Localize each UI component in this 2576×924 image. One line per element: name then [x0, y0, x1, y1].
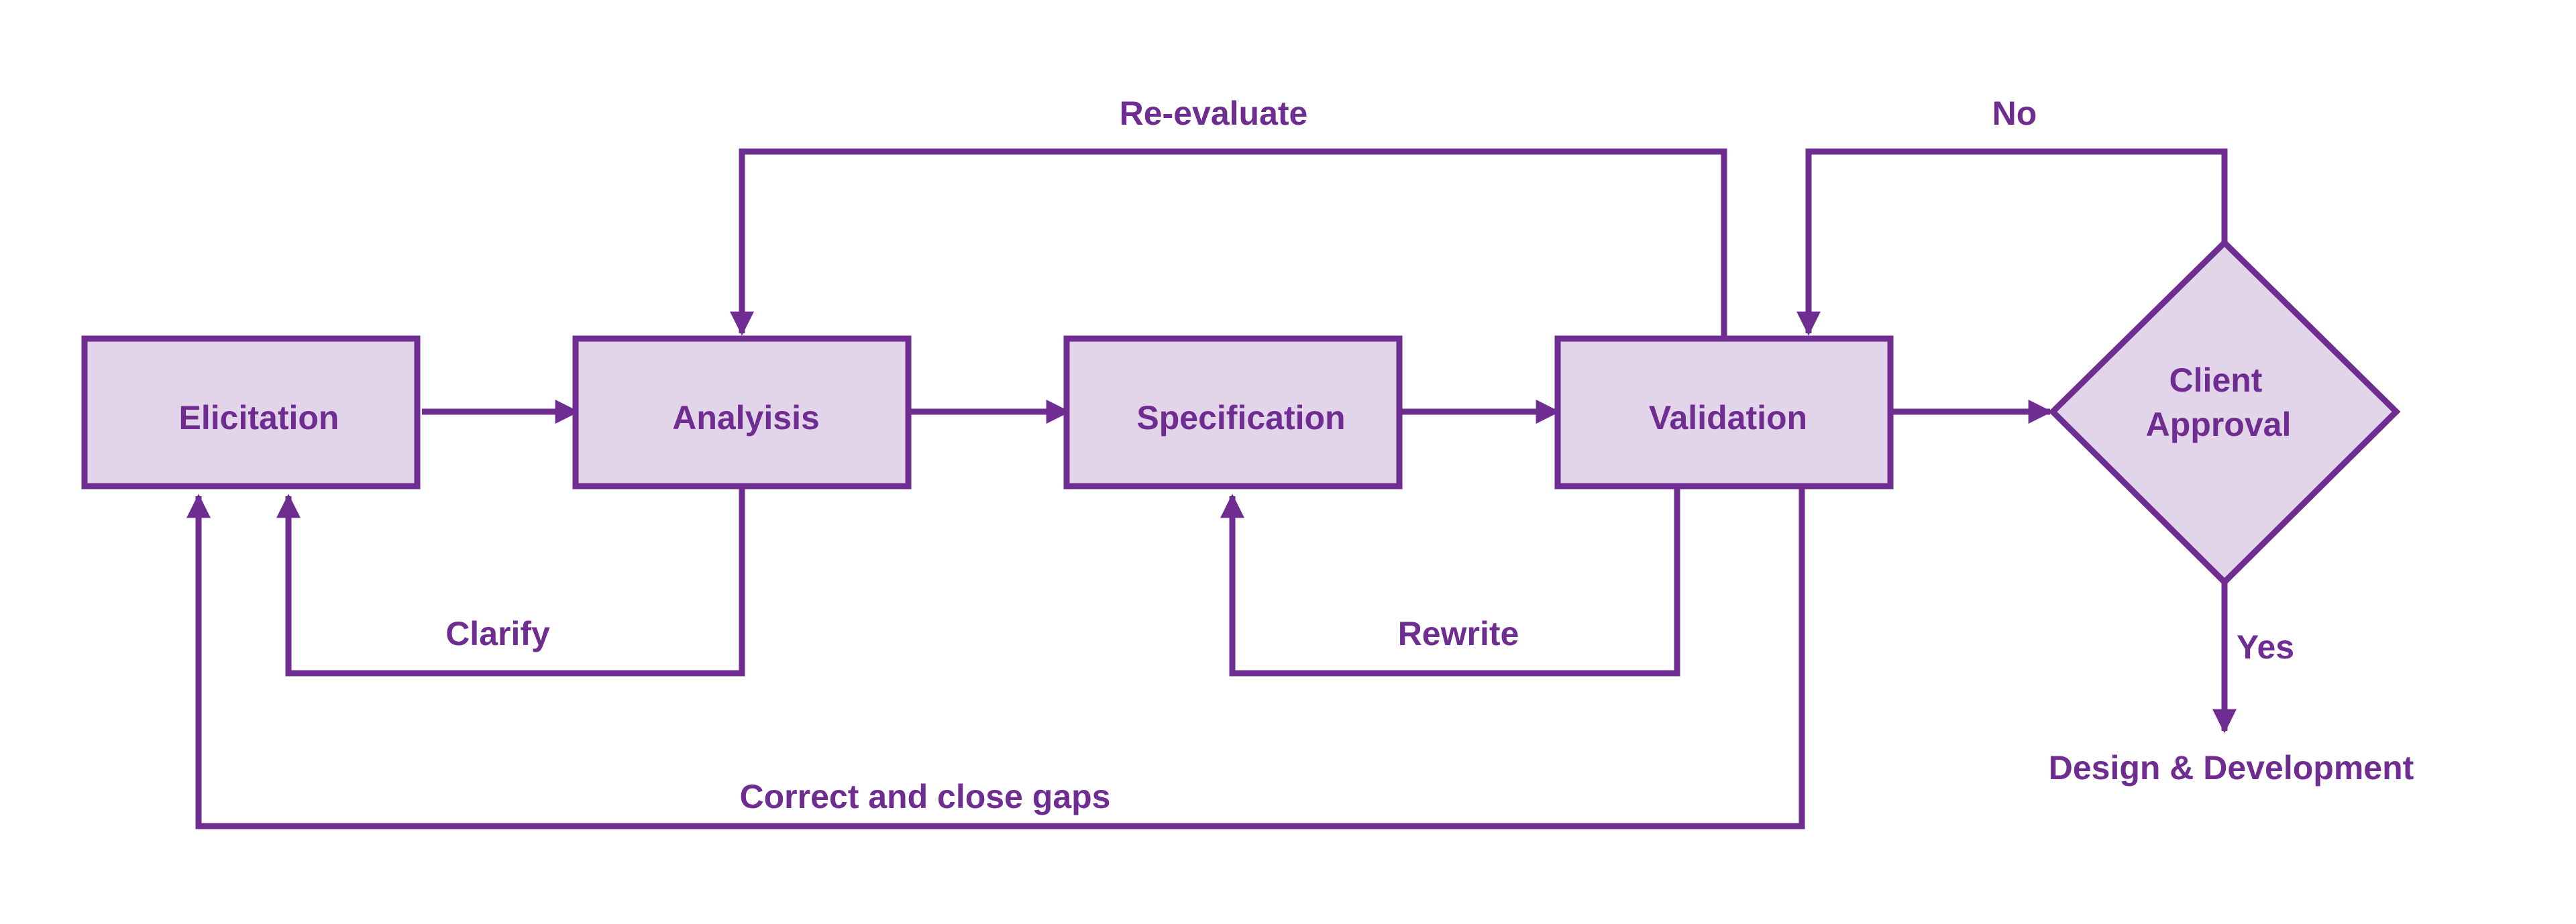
edge-label-rewrite: Rewrite	[1398, 615, 1519, 652]
terminal-design-development-label: Design & Development	[2049, 749, 2414, 787]
node-validation-label: Validation	[1649, 399, 1807, 437]
edge-no	[1796, 148, 2228, 336]
node-validation-box	[1554, 335, 1894, 489]
edge-label-no: No	[1992, 95, 2037, 132]
edge-label-re-evaluate: Re-evaluate	[1120, 95, 1308, 132]
node-client-approval-diamond	[2048, 238, 2401, 587]
node-specification-label: Specification	[1136, 399, 1345, 437]
node-client-approval-label-line1: Client	[2169, 361, 2263, 399]
node-elicitation-label: Elicitation	[179, 399, 339, 437]
node-client-approval-label-line2: Approval	[2146, 406, 2292, 443]
node-analysis-box	[572, 335, 912, 489]
edge-label-correct-gaps: Correct and close gaps	[740, 778, 1111, 815]
node-specification-box	[1063, 335, 1403, 489]
edge-rewrite	[1220, 486, 1680, 677]
edge-label-yes: Yes	[2237, 628, 2294, 666]
edge-clarify	[276, 486, 745, 677]
node-analysis-label: Analyisis	[672, 399, 820, 437]
edge-correct-gaps	[186, 486, 1805, 829]
node-elicitation-box	[81, 335, 421, 489]
edge-re-evaluate	[730, 148, 1727, 339]
edge-label-clarify: Clarify	[445, 615, 550, 652]
